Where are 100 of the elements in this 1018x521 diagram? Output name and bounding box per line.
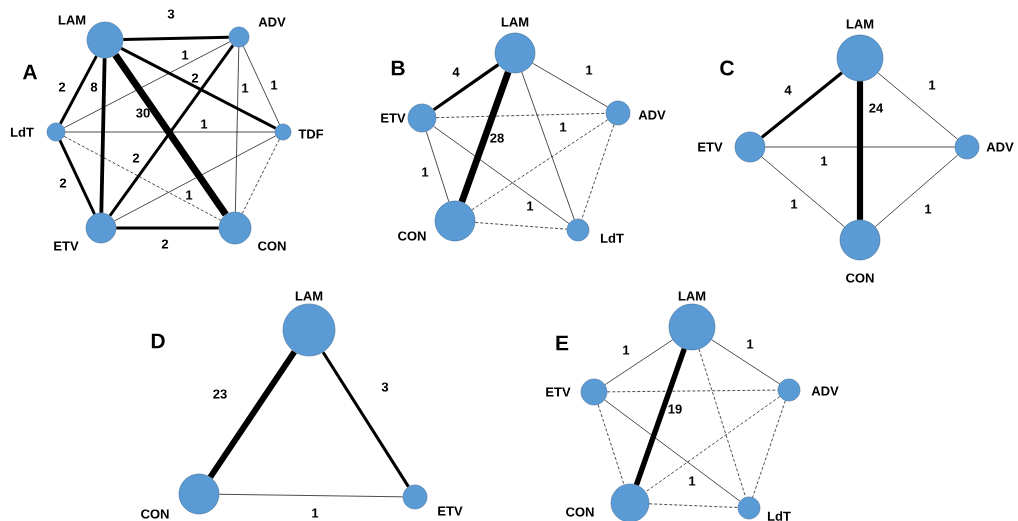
node-label: ADV [638, 110, 666, 120]
edge-label: 1 [186, 190, 193, 200]
network-edge [435, 112, 607, 118]
node-label: ETV [54, 241, 79, 251]
panel-letter: B [391, 60, 405, 76]
edge-label: 8 [90, 82, 98, 92]
network-edge [752, 400, 786, 498]
network-edge [633, 348, 687, 486]
network-node: ETV [54, 212, 117, 251]
node-label: CON [398, 231, 426, 241]
network-edge [114, 135, 277, 222]
node-label: LdT [767, 511, 791, 521]
node-label: LdT [600, 233, 624, 243]
network-node: ADV [228, 17, 286, 48]
network-node: ETV [546, 378, 608, 406]
network-node: CON [218, 211, 286, 251]
edge-label: 1 [201, 119, 208, 129]
network-edge [432, 63, 500, 112]
edge-label: 3 [167, 9, 175, 19]
network-edge [648, 503, 739, 508]
network-edge [597, 404, 625, 485]
network-node: TDF [274, 123, 324, 141]
network-node: CON [566, 483, 650, 521]
edge-label: 2 [132, 153, 140, 163]
network-edge [120, 47, 277, 130]
edge-label: 1 [791, 199, 798, 209]
network-edge [645, 396, 781, 493]
panel-letter: D [151, 333, 165, 349]
network-node: LAM [58, 15, 124, 59]
network-edge [218, 493, 404, 498]
node-label: ETV [381, 113, 406, 123]
network-edge [63, 41, 231, 129]
network-edge [761, 156, 845, 228]
network-edge [64, 131, 276, 133]
network-edge [123, 35, 229, 42]
node-label: ADV [811, 386, 839, 396]
network-edge [698, 348, 746, 498]
edge-label: 1 [312, 508, 319, 518]
network-node: ADV [954, 134, 1014, 160]
node-label: CON [846, 273, 874, 283]
edge-label: 1 [586, 65, 593, 75]
edge-label: 24 [869, 103, 884, 113]
node-label: LdT [10, 127, 34, 137]
network-edge [764, 146, 956, 148]
network-edge [99, 58, 107, 213]
edge-label: 1 [623, 345, 630, 355]
network-edge [458, 70, 512, 204]
network-edge [874, 154, 959, 228]
node-label: LAM [295, 291, 323, 301]
network-edge [606, 389, 779, 393]
node-label: LAM [58, 15, 86, 25]
network-edge [877, 72, 958, 140]
edge-label: 2 [161, 239, 169, 249]
panel-letter: C [720, 60, 734, 76]
network-node: ADV [777, 378, 839, 402]
node-label: ETV [438, 506, 463, 516]
network-edge [207, 350, 297, 479]
edge-label: 1 [689, 476, 696, 486]
edge-label: 1 [242, 83, 249, 93]
node-label: LAM [846, 19, 874, 29]
network-node: LAM [282, 291, 336, 357]
node-label: ADV [258, 17, 286, 27]
edge-label: 1 [821, 156, 828, 166]
network-node: LAM [836, 19, 884, 82]
edge-label: 2 [58, 82, 66, 92]
edge-label: 1 [929, 80, 936, 90]
network-edge [63, 136, 221, 221]
edge-label: 4 [784, 85, 792, 95]
network-node: ETV [381, 103, 437, 133]
panel-letter: E [556, 335, 569, 351]
node-label: TDF [298, 129, 324, 139]
edge-label: 2 [191, 73, 199, 83]
edge-label: 1 [271, 80, 278, 90]
edge-label: 30 [136, 108, 150, 118]
network-edge [433, 126, 570, 224]
node-label: LAM [678, 291, 706, 301]
network-node: LdT [737, 496, 791, 521]
edge-label: 1 [527, 201, 534, 211]
node-label: ETV [698, 142, 723, 152]
network-edge [58, 139, 96, 215]
network-node: ADV [605, 100, 666, 126]
network-node: CON [839, 219, 881, 283]
network-edge [521, 71, 575, 220]
network-edge [532, 62, 608, 108]
edge-label: 1 [182, 50, 189, 60]
network-edge [116, 226, 219, 230]
node-label: CON [258, 241, 286, 251]
network-edge [321, 351, 410, 488]
edge-label: 2 [59, 178, 67, 188]
network-node: LdT [566, 218, 624, 243]
network-node: LAM [668, 291, 716, 351]
node-label: LAM [501, 17, 529, 27]
network-node: LdT [10, 122, 66, 142]
network-node: CON [141, 473, 220, 519]
edge-label: 1 [422, 167, 429, 177]
node-label: CON [566, 507, 594, 517]
edge-label: 1 [560, 122, 567, 132]
network-node: LAM [494, 17, 536, 74]
edge-label: 23 [213, 389, 227, 399]
network-edge [471, 119, 609, 211]
